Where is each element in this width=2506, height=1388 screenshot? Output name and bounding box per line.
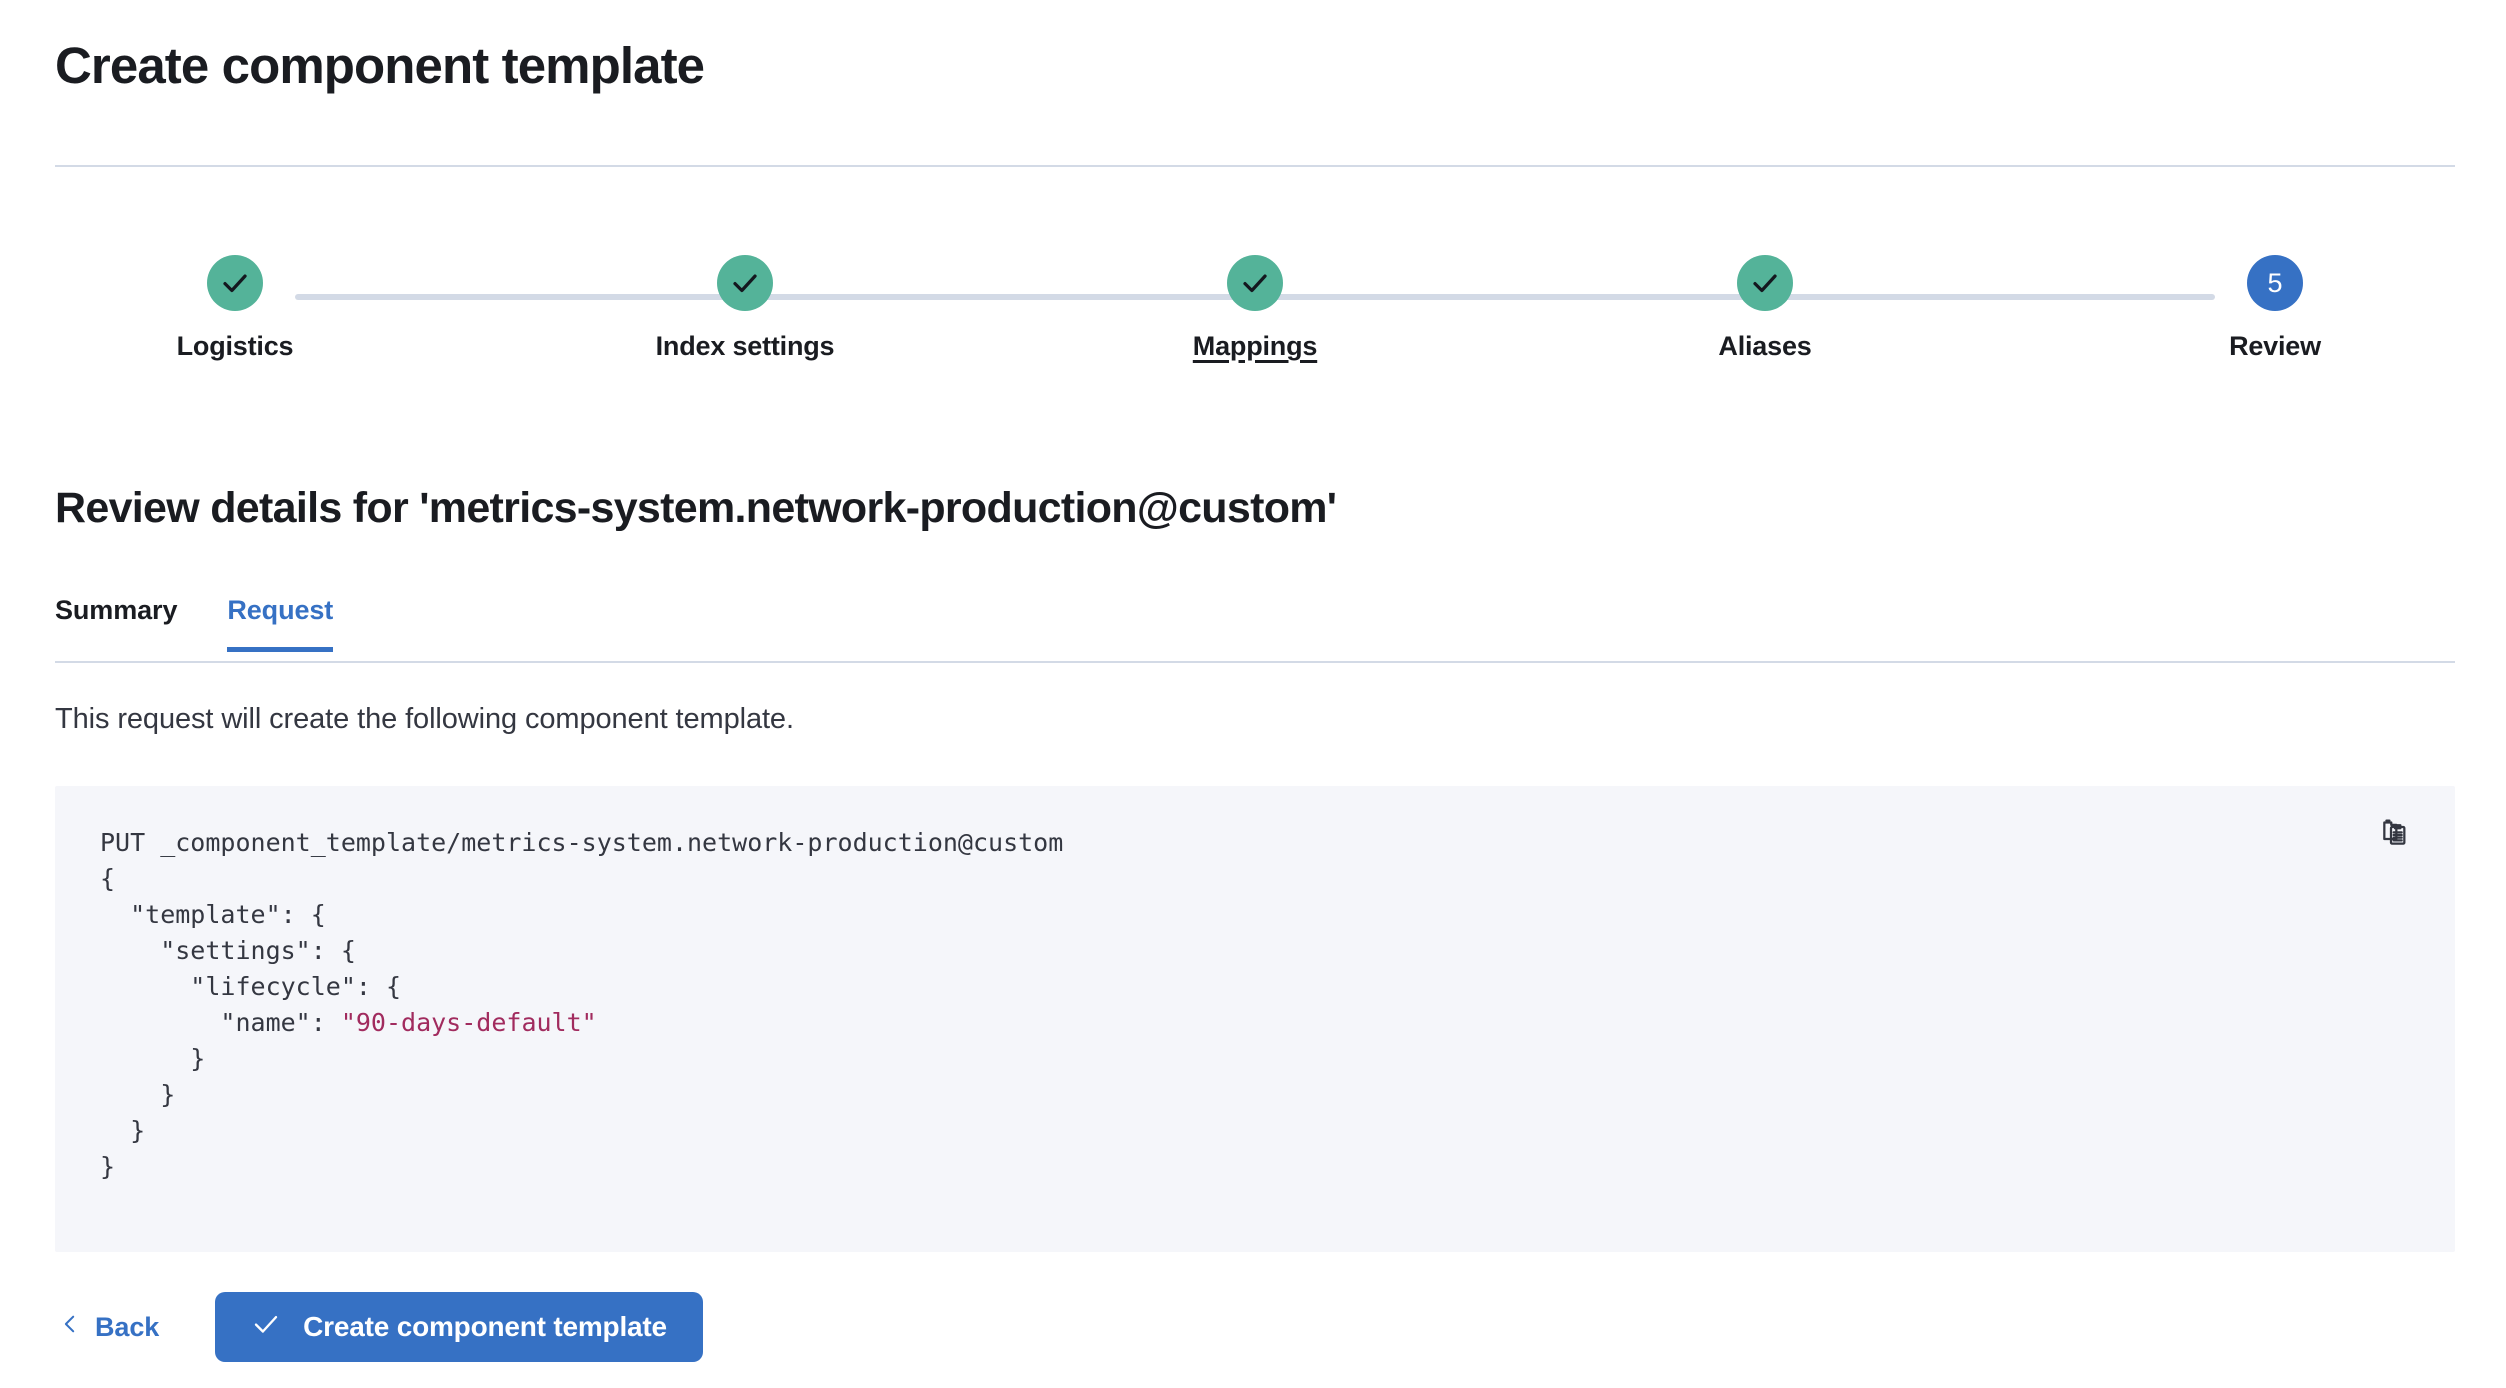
- review-heading: Review details for 'metrics-system.netwo…: [55, 484, 1337, 532]
- stepper-steps: Logistics Index settings Mappings: [55, 255, 2455, 362]
- step-status-circle: [1737, 255, 1793, 311]
- code-line-6-key: "name":: [100, 1008, 341, 1037]
- page-title: Create component template: [55, 37, 705, 94]
- step-status-circle: [1227, 255, 1283, 311]
- step-label: Aliases: [1718, 331, 1812, 361]
- tab-list: Summary Request: [55, 595, 2455, 663]
- code-line-9: }: [100, 1116, 146, 1145]
- stepper-step-mappings[interactable]: Mappings: [1075, 255, 1435, 362]
- tab-request[interactable]: Request: [227, 595, 333, 652]
- code-line-6-value: "90-days-default": [340, 1008, 597, 1037]
- request-code-text: PUT _component_template/metrics-system.n…: [100, 825, 1063, 1185]
- step-number: 5: [2267, 267, 2283, 298]
- stepper-step-logistics[interactable]: Logistics: [55, 255, 415, 362]
- check-icon: [730, 268, 760, 298]
- code-line-5: "lifecycle": {: [100, 972, 402, 1001]
- back-button-label: Back: [95, 1311, 160, 1342]
- stepper-step-index-settings[interactable]: Index settings: [565, 255, 925, 362]
- code-line-2: {: [100, 864, 116, 893]
- code-line-8: }: [100, 1080, 176, 1109]
- copy-icon: [2379, 818, 2411, 854]
- request-description: This request will create the following c…: [55, 703, 794, 735]
- tabs-baseline: [55, 661, 2455, 663]
- create-component-template-button[interactable]: Create component template: [215, 1292, 703, 1362]
- check-icon: [1750, 268, 1780, 298]
- tab-summary[interactable]: Summary: [55, 595, 177, 652]
- check-icon: [1240, 268, 1270, 298]
- review-tabs: Summary Request: [55, 595, 2455, 663]
- step-label: Mappings: [1192, 331, 1318, 361]
- check-icon: [220, 268, 250, 298]
- step-status-circle: [717, 255, 773, 311]
- step-status-circle: 5: [2247, 255, 2303, 311]
- request-code-block: PUT _component_template/metrics-system.n…: [55, 786, 2455, 1252]
- wizard-stepper: Logistics Index settings Mappings: [55, 255, 2455, 385]
- stepper-step-review[interactable]: 5 Review: [2095, 255, 2455, 362]
- copy-to-clipboard-button[interactable]: [2367, 808, 2423, 864]
- code-line-4: "settings": {: [100, 936, 356, 965]
- code-line-3: "template": {: [100, 900, 326, 929]
- step-label: Review: [2229, 331, 2321, 361]
- check-icon: [251, 1309, 281, 1346]
- step-label: Logistics: [176, 331, 294, 361]
- code-line-10: }: [100, 1152, 116, 1181]
- chevron-left-icon: [59, 1310, 81, 1345]
- footer-actions: Back Create component template: [55, 1292, 703, 1362]
- stepper-step-aliases[interactable]: Aliases: [1585, 255, 1945, 362]
- code-line-1: PUT _component_template/metrics-system.n…: [100, 828, 1064, 857]
- code-line-7: }: [100, 1044, 206, 1073]
- step-label: Index settings: [655, 331, 835, 361]
- back-button[interactable]: Back: [55, 1304, 163, 1351]
- step-status-circle: [207, 255, 263, 311]
- header-divider: [55, 165, 2455, 167]
- create-component-template-button-label: Create component template: [303, 1311, 667, 1342]
